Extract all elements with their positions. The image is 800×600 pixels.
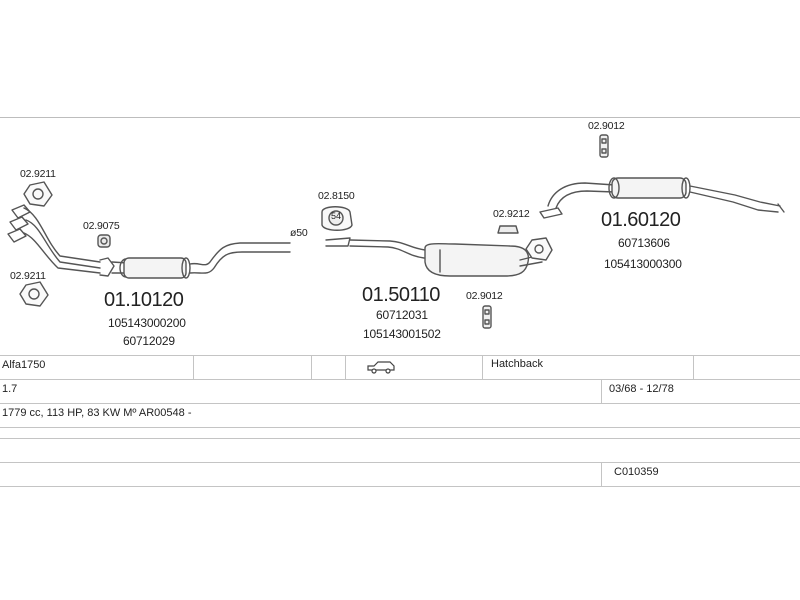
vehicle-details: 1779 cc, 113 HP, 83 KW Mº AR00548 -: [2, 407, 192, 419]
clamp-02-8150: [321, 206, 353, 231]
oem-number-middle-1: 60712031: [376, 308, 428, 322]
part-code-gasket-top: 02.9211: [20, 168, 56, 180]
clamp-badge: 54: [331, 211, 342, 221]
diagram-top-border: [0, 117, 800, 118]
table-line: [0, 355, 800, 356]
hanger-02-9012-lower: [482, 305, 492, 329]
part-code-rear-silencer: 01.60120: [601, 209, 681, 231]
table-line: [0, 486, 800, 487]
gasket-rear: [525, 237, 553, 261]
front-silencer-pipe: [111, 242, 291, 279]
table-divider: [345, 355, 346, 379]
middle-silencer-pipe: [325, 237, 543, 277]
table-divider: [693, 355, 694, 379]
table-line: [0, 403, 800, 404]
vehicle-engine: 1.7: [2, 383, 18, 395]
ring-02-9075: [97, 234, 111, 248]
oem-number-middle-2: 105143001502: [363, 327, 441, 341]
part-code-hanger-9212: 02.9212: [493, 208, 530, 220]
part-code-hanger-lower: 02.9012: [466, 290, 503, 302]
table-divider: [311, 355, 312, 379]
part-code-ring: 02.9075: [83, 220, 120, 232]
oem-number-front-2: 60712029: [123, 334, 175, 348]
oem-number-rear-1: 60713606: [618, 236, 670, 250]
table-divider: [482, 355, 483, 379]
hatchback-car-icon: [367, 361, 395, 374]
table-divider: [601, 462, 602, 486]
part-code-gasket-bottom: 02.9211: [10, 270, 46, 282]
reference-code: C010359: [614, 466, 659, 478]
exhaust-system-diagram: [7, 134, 785, 329]
oem-number-rear-2: 105413000300: [604, 257, 682, 271]
table-line: [0, 462, 800, 463]
gasket-left-bottom: [19, 281, 49, 307]
rear-silencer-pipe: [539, 177, 785, 219]
table-line: [0, 438, 800, 439]
part-code-clamp: 02.8150: [318, 190, 355, 202]
hanger-02-9012-upper: [599, 134, 609, 158]
table-line: [0, 427, 800, 428]
vehicle-years: 03/68 - 12/78: [609, 383, 674, 395]
vehicle-model: Alfa1750: [2, 359, 46, 371]
vehicle-body-type: Hatchback: [491, 358, 543, 370]
exhaust-manifold: [7, 204, 115, 277]
part-code-front-silencer: 01.10120: [104, 289, 184, 311]
pipe-diameter: ø50: [290, 227, 308, 239]
gasket-left-top: [23, 181, 53, 207]
oem-number-front-1: 105143000200: [108, 316, 186, 330]
hanger-02-9212: [497, 225, 519, 234]
part-code-hanger-upper: 02.9012: [588, 120, 625, 132]
part-code-middle-silencer: 01.50110: [362, 284, 440, 306]
table-line: [0, 379, 800, 380]
table-divider: [193, 355, 194, 379]
table-divider: [601, 379, 602, 403]
